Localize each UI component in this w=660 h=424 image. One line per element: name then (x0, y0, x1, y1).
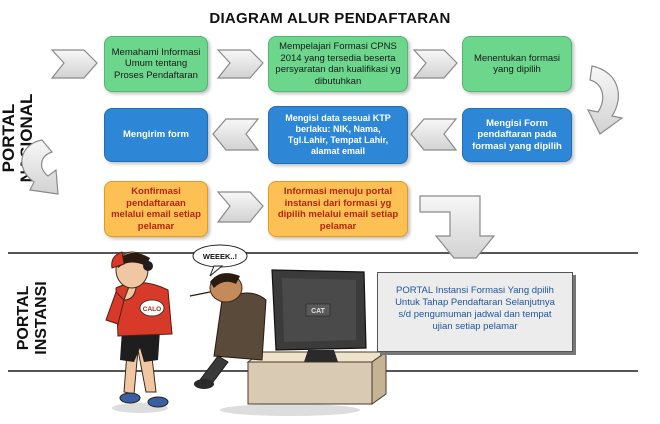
chevron-left-icon (212, 118, 260, 151)
portal-instansi-note: PORTAL Instansi Formasi Yang dpilih Untu… (377, 272, 573, 352)
shirt-label-text: CALO (143, 306, 161, 313)
diagram-title: DIAGRAM ALUR PENDAFTARAN (209, 10, 451, 27)
step-fill-registration-form: Mengisi Form pendaftaran pada formasi ya… (462, 108, 572, 162)
chevron-right-icon (50, 49, 98, 79)
step-fill-ktp-data: Mengisi data sesuai KTP berlaku: NIK, Na… (268, 106, 408, 164)
step-choose-formation: Menentukan formasi yang dipilih (462, 36, 572, 92)
section-divider-top (8, 252, 638, 254)
step-study-formations: Mempelajari Formasi CPNS 2014 yang terse… (268, 36, 408, 92)
computer-user-illustration (189, 269, 388, 416)
curved-arrow-down-icon (586, 65, 624, 135)
chevron-right-icon (216, 191, 264, 223)
chevron-right-icon (216, 49, 264, 79)
step-understand-info: Memahami Informasi Umum tentang Proses P… (104, 36, 208, 92)
arrow-down-icon (419, 195, 496, 259)
monitor-label-text: CAT (311, 308, 326, 315)
speech-bubble-text: WEEEK..! (203, 252, 237, 261)
step-send-form: Mengirim form (104, 108, 208, 162)
chevron-right-icon (412, 49, 458, 79)
step-info-institution-portal: Informasi menuju portal instansi dari fo… (268, 181, 408, 237)
curved-arrow-down-icon (21, 139, 59, 195)
chevron-left-icon (410, 118, 458, 151)
step-email-confirmation: Konfirmasi pendaftaraan melalui email se… (104, 181, 208, 237)
speech-bubble (192, 244, 248, 277)
calo-character-illustration (105, 251, 173, 413)
